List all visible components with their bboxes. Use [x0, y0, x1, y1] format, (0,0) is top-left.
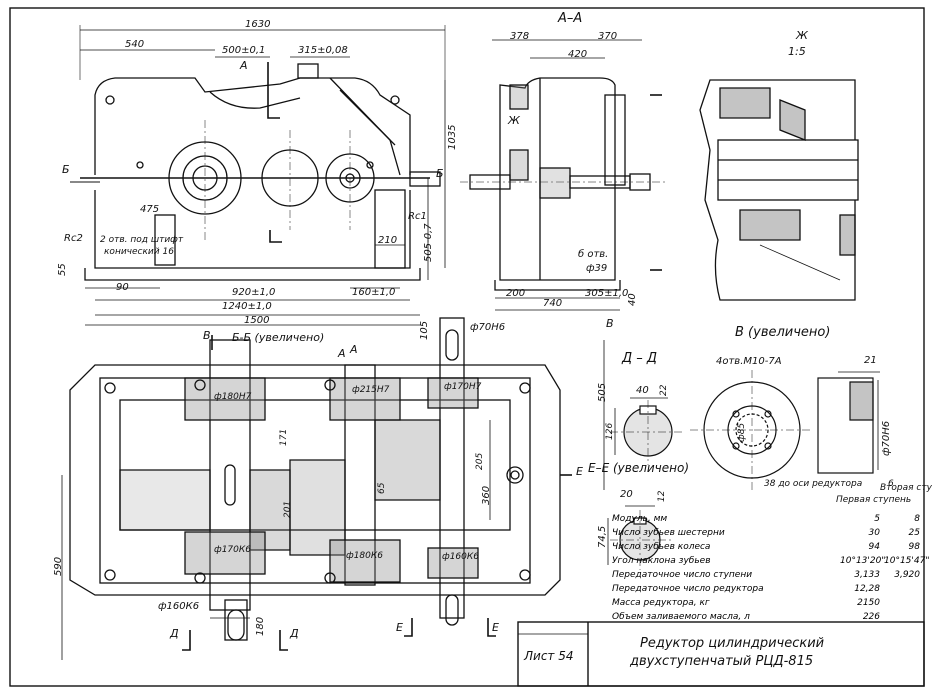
dim-590: 590 [53, 556, 64, 576]
dim-200: 200 [506, 288, 526, 299]
dim-505: 505-0,7 [423, 223, 434, 262]
note-rc2: Rc2 [64, 233, 83, 244]
dim-f170h7: ф170Н7 [444, 382, 482, 392]
dim-160: 160±1,0 [352, 287, 396, 298]
sheet-frame [9, 7, 925, 687]
dim-21: 21 [864, 355, 877, 366]
marker-a-plan: А [350, 343, 358, 356]
detail-dd [610, 397, 685, 465]
dim-40-dd: 40 [636, 385, 649, 396]
dim-1500: 1500 [244, 315, 270, 326]
side-view-aa [460, 39, 665, 311]
dim-105: 105 [419, 320, 430, 340]
dim-6: 6 [888, 479, 894, 489]
dim-920: 920±1,0 [232, 287, 276, 298]
note-4holes-m10: 4отв.М10-7А [716, 356, 782, 367]
dim-1240: 1240±1,0 [222, 301, 272, 312]
title-block [517, 621, 925, 687]
dim-180: 180 [255, 616, 266, 636]
marker-e-right: Е [492, 621, 499, 634]
dim-f160k6-right: ф160К6 [442, 552, 479, 562]
marker-a-top: А [240, 59, 248, 72]
dim-55: 55 [57, 263, 68, 276]
marker-d-right: Д [290, 627, 299, 640]
section-title-v: В (увеличено) [735, 325, 831, 340]
dim-f70h6: ф70Н6 [470, 322, 506, 333]
dim-740: 740 [543, 298, 563, 309]
marker-d-left: Д [170, 627, 179, 640]
dim-500: 500±0,1 [222, 45, 266, 56]
front-view [70, 25, 446, 326]
section-title-dd: Д – Д [622, 351, 658, 366]
marker-v: В [606, 317, 614, 330]
dim-378: 378 [510, 31, 530, 42]
dim-90: 90 [116, 282, 129, 293]
dim-305: 305±1,0 [585, 288, 629, 299]
dim-210: 210 [378, 235, 398, 246]
dim-40: 40 [627, 293, 638, 306]
section-title-bb: Б-Б (увеличено) [232, 331, 325, 344]
dim-505-plan: 505 [597, 382, 608, 402]
note-pins: 2 отв. под штифт [100, 235, 184, 245]
dim-f215h7: ф215Н7 [352, 385, 390, 395]
col-header-stage1: Первая ступень [836, 495, 912, 505]
drawing-title-line2: двухступенчатый РЦД-815 [630, 654, 814, 669]
section-title-zh-scale: 1:5 [788, 45, 806, 58]
marker-b-right: Б [436, 167, 444, 180]
dim-475: 475 [140, 204, 160, 215]
dim-20-ee: 20 [620, 489, 633, 500]
dim-205: 205 [475, 452, 485, 470]
detail-ee [607, 505, 672, 570]
marker-b-left: Б [62, 163, 70, 176]
detail-v [690, 370, 880, 490]
dim-22-dd: 22 [659, 384, 669, 396]
dim-370: 370 [598, 31, 618, 42]
section-title-zh: Ж [796, 29, 808, 42]
dim-65: 65 [377, 482, 387, 494]
section-title-aa: А–А [558, 11, 583, 26]
dim-12-ee: 12 [657, 490, 667, 502]
dim-126-dd: 126 [605, 422, 615, 440]
dim-315: 315±0,08 [298, 45, 348, 56]
note-38-to-axis: 38 до оси редуктора [764, 479, 863, 489]
plan-view-bb [61, 317, 605, 660]
dim-f180h7: ф180Н7 [214, 392, 252, 402]
dim-f160k6-left: ф160К6 [158, 601, 200, 612]
marker-zh: Ж [508, 114, 520, 127]
dim-745-ee: 74,5 [597, 525, 608, 548]
marker-v-plan: В [203, 329, 211, 342]
dim-201: 201 [283, 500, 293, 518]
sheet-number: Лист 54 [524, 649, 574, 663]
detail-zh [699, 79, 859, 301]
dim-f180k6: ф180К6 [346, 551, 383, 561]
dim-540: 540 [125, 39, 145, 50]
marker-e-left: Е [396, 621, 403, 634]
dim-171: 171 [279, 428, 289, 446]
section-title-ee: Е–Е (увеличено) [588, 461, 690, 475]
note-pins-2: конический 16 [104, 247, 174, 257]
dim-f170k6: ф170К6 [214, 545, 251, 555]
dim-1630: 1630 [245, 19, 271, 30]
dim-420: 420 [568, 49, 588, 60]
note-rc1: Rc1 [408, 211, 427, 222]
dim-f85: ф85 [737, 422, 747, 442]
dim-f70h6-v: ф70Н6 [881, 420, 892, 456]
note-6holes: б отв. [578, 249, 609, 260]
marker-e-side: Е [576, 465, 583, 478]
marker-a-plan2: А [338, 347, 346, 360]
dim-1035: 1035 [447, 124, 458, 150]
dim-360: 360 [481, 485, 492, 505]
drawing-title-line1: Редуктор цилиндрический [640, 636, 825, 651]
col-header-stage2: Вторая ступень [880, 483, 932, 493]
note-d39: ф39 [586, 263, 608, 274]
